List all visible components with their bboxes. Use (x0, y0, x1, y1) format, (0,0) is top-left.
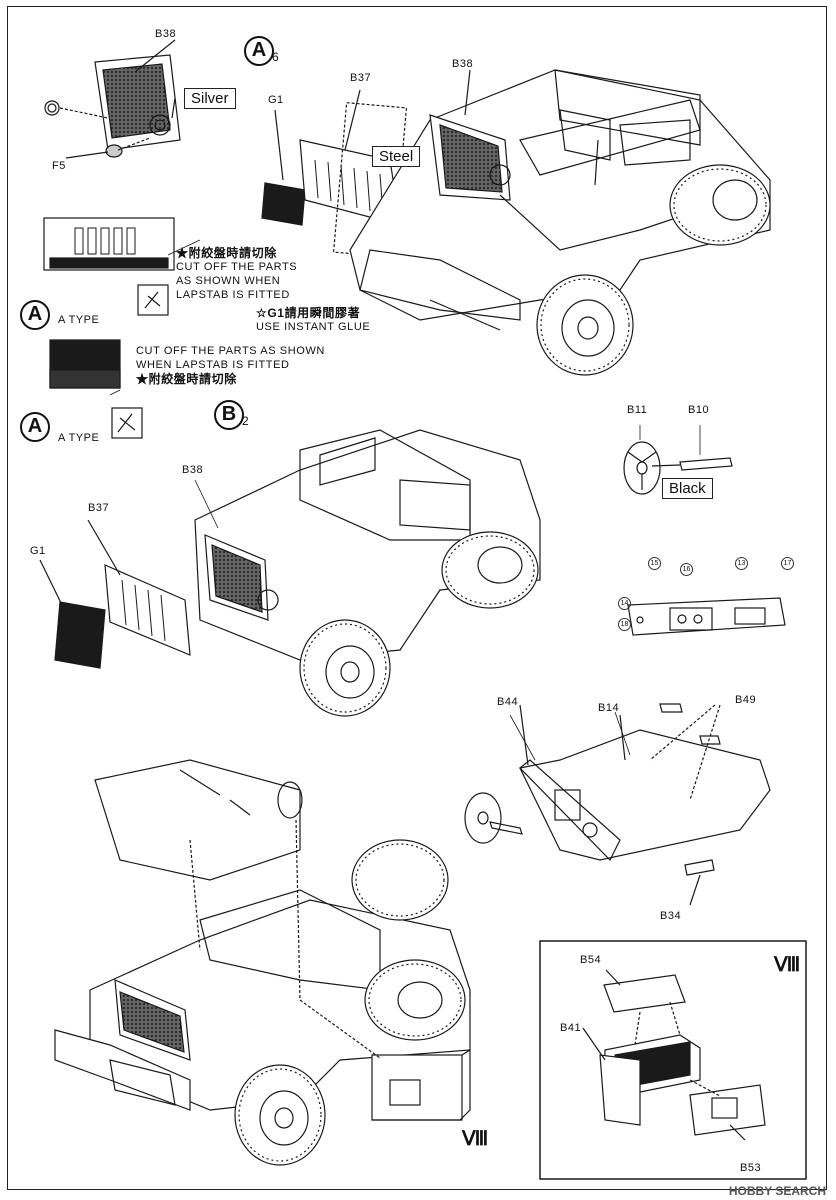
cut-note-2-line-1: CUT OFF THE PARTS AS SHOWN (136, 345, 325, 357)
part-label-b44: B44 (497, 696, 519, 708)
part-label-g1-a: G1 (268, 94, 284, 106)
paint-badge-steel: Steel (372, 146, 421, 167)
part-label-b10: B10 (688, 404, 710, 416)
step-marker-b2-sub: 2 (242, 414, 249, 428)
step-marker-a6-sub: 6 (272, 50, 279, 64)
grille-b38-drawing (44, 39, 181, 159)
part-label-b38-a: B38 (155, 28, 177, 40)
decal-number-16: 16 (680, 563, 693, 576)
page-border (7, 6, 827, 1190)
part-label-b37-b: B37 (88, 502, 110, 514)
part-label-b34: B34 (660, 910, 682, 922)
type-a-label-2: A TYPE (58, 432, 100, 444)
decal-number-13: 13 (735, 557, 748, 570)
subassembly-numeral-main: Ⅷ (462, 1128, 489, 1150)
cut-note-2-line-2: WHEN LAPSTAB IS FITTED (136, 359, 290, 371)
subassembly-numeral-inset: Ⅷ (774, 954, 801, 976)
cut-note-1-line-1: CUT OFF THE PARTS (176, 261, 298, 273)
type-a-marker-1: A (20, 300, 50, 330)
part-label-b14: B14 (598, 702, 620, 714)
glue-note-en: USE INSTANT GLUE (256, 321, 371, 333)
cut-note-1: ★附絞盤時請切除 CUT OFF THE PARTS AS SHOWN WHEN… (176, 246, 297, 302)
steering-wheel-drawing (623, 441, 733, 495)
glue-note: ☆G1請用瞬間膠著 USE INSTANT GLUE (256, 306, 370, 334)
type-a-marker-2-letter: A (27, 415, 43, 437)
inset-box-drawing (539, 940, 807, 1180)
cut-note-2: CUT OFF THE PARTS AS SHOWN WHEN LAPSTAB … (136, 344, 325, 386)
grille-cut-detail-drawing (43, 217, 175, 439)
part-label-g1-b: G1 (30, 545, 46, 557)
cut-note-2-cjk: ★附絞盤時請切除 (136, 372, 237, 386)
decal-number-17: 17 (781, 557, 794, 570)
mesh-g1-drawing (261, 109, 306, 226)
decal-number-14: 14 (618, 597, 631, 610)
dashboard-decal-drawing (627, 597, 786, 636)
type-a-marker-2: A (20, 412, 50, 442)
vehicle-bottom-drawing (54, 759, 471, 1166)
part-label-b11: B11 (627, 404, 648, 416)
part-label-b54: B54 (580, 954, 602, 966)
cut-note-1-cjk: ★附絞盤時請切除 (176, 246, 277, 260)
step-marker-a6: A (244, 36, 274, 66)
glue-note-cjk: ☆G1請用瞬間膠著 (256, 306, 361, 320)
part-label-b53: B53 (740, 1162, 762, 1174)
part-label-b49: B49 (735, 694, 757, 706)
hood-dashboard-drawing (464, 703, 771, 906)
step-marker-b2-letter: B (221, 403, 237, 425)
part-label-b38-b: B38 (452, 58, 474, 70)
part-label-b41: B41 (560, 1022, 582, 1034)
decal-number-15: 15 (648, 557, 661, 570)
part-label-b38-c: B38 (182, 464, 204, 476)
vehicle-middle-drawing (39, 429, 541, 717)
step-marker-a6-letter: A (251, 39, 267, 61)
part-label-b37-a: B37 (350, 72, 372, 84)
type-a-label-1: A TYPE (58, 314, 100, 326)
vehicle-top-drawing (349, 69, 771, 376)
cut-note-1-line-3: LAPSTAB IS FITTED (176, 289, 290, 301)
cut-note-1-line-2: AS SHOWN WHEN (176, 275, 281, 287)
step-marker-b2: B (214, 400, 244, 430)
watermark: HOBBY SEARCH (728, 1184, 826, 1198)
leader-lines (109, 239, 701, 761)
decal-number-18: 18 (618, 618, 631, 631)
type-a-marker-1-letter: A (27, 303, 43, 325)
paint-badge-silver: Silver (184, 88, 236, 109)
paint-badge-black: Black (662, 478, 713, 499)
part-label-f5: F5 (52, 160, 66, 172)
